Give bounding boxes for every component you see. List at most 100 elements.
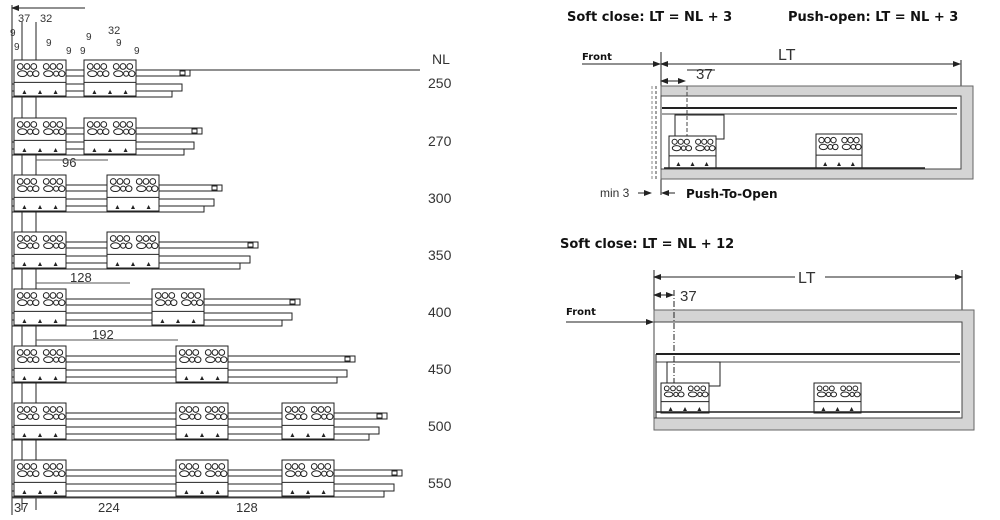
dim-32-second: 32 [108,25,120,37]
front-label: Front [566,307,596,318]
screw-icon [215,433,220,437]
screw-icon [200,376,204,380]
screw-icon [668,407,673,411]
screw-icon [22,433,27,437]
screw-icon [22,90,27,94]
dim-9: 9 [14,42,20,53]
screw-icon [53,376,58,380]
mounting-block [281,459,335,497]
rail-tab [391,470,398,476]
screw-icon [176,319,180,323]
min-3-label: min 3 [600,186,630,200]
mounting-block [83,117,137,155]
dim-37-top: 37 [18,13,30,25]
screw-icon [22,376,27,380]
screw-icon [53,319,58,323]
screw-icon [191,319,196,323]
nl-value: 450 [428,361,452,377]
screw-icon [38,319,42,323]
screw-icon [837,162,841,166]
mounting-block [13,117,67,155]
mounting-block [668,135,717,169]
screw-icon [53,205,58,209]
screw-icon [38,490,42,494]
mounting-block [13,345,67,383]
rail-tab [191,128,198,134]
screw-icon [306,490,310,494]
mounting-block [13,231,67,269]
dim-9: 9 [86,32,92,43]
mounting-block [175,459,229,497]
push-to-open-label: Push-To-Open [686,187,778,201]
front-label: Front [582,52,612,63]
screw-icon [38,90,42,94]
screw-icon [215,490,220,494]
screw-icon [108,148,112,152]
slide-row: 350 [11,231,452,270]
formula-soft-close-12: Soft close: LT = NL + 12 [560,237,734,252]
dim-9: 9 [46,38,52,49]
dim-37: 37 [696,66,713,83]
screw-icon [823,162,828,166]
dim-192: 192 [92,327,114,342]
screw-icon [184,490,189,494]
mounting-block [660,382,710,414]
dim-9: 9 [134,46,140,57]
screw-icon [146,205,151,209]
screw-icon [22,148,27,152]
slide-rail-bottom [11,376,338,384]
mounting-block [13,59,67,97]
dim-37: 37 [680,288,697,305]
mounting-block [13,402,67,440]
screw-icon [123,90,128,94]
dim-224: 224 [98,500,120,515]
slide-rail-bottom [11,319,283,327]
screw-icon [290,490,295,494]
screw-icon [200,433,204,437]
slide-row: 270 [11,117,452,156]
mounting-block [281,402,335,440]
lt-label: LT [778,47,796,64]
dim-96: 96 [62,155,76,170]
screw-icon [215,376,220,380]
screw-icon [123,148,128,152]
slide-row: 250 [11,59,452,98]
dim-32-top: 32 [40,13,52,25]
screw-icon [92,148,97,152]
slide-row: 550 [11,459,452,498]
screw-icon [53,490,58,494]
push-open-drawing: Soft close: LT = NL + 3 Push-open: LT = … [567,10,974,201]
screw-icon [200,490,204,494]
screw-icon [115,262,120,266]
screw-icon [22,319,27,323]
screw-icon [38,262,42,266]
soft-close-drawing: Soft close: LT = NL + 12 LT 37 Front [560,237,975,431]
nl-value: 550 [428,475,452,491]
screw-icon [38,148,42,152]
screw-icon [697,407,702,411]
screw-icon [131,205,135,209]
nl-value: 250 [428,75,452,91]
screw-icon [53,148,58,152]
rail-tab [247,242,254,248]
nl-value: 400 [428,304,452,320]
nl-value: 500 [428,418,452,434]
screw-icon [146,262,151,266]
mounting-block [13,288,67,326]
dim-9: 9 [10,28,16,39]
dim-128: 128 [70,270,92,285]
screw-icon [38,433,42,437]
mounting-block [813,382,862,414]
screw-icon [131,262,135,266]
screw-icon [821,407,826,411]
screw-icon [184,433,189,437]
screw-icon [850,162,855,166]
mounting-block [151,288,205,326]
rail-tab [344,356,351,362]
rail-tab [289,299,296,305]
screw-icon [676,162,681,166]
nl-header: NL [432,51,450,67]
screw-icon [835,407,840,411]
rail-tab [376,413,383,419]
